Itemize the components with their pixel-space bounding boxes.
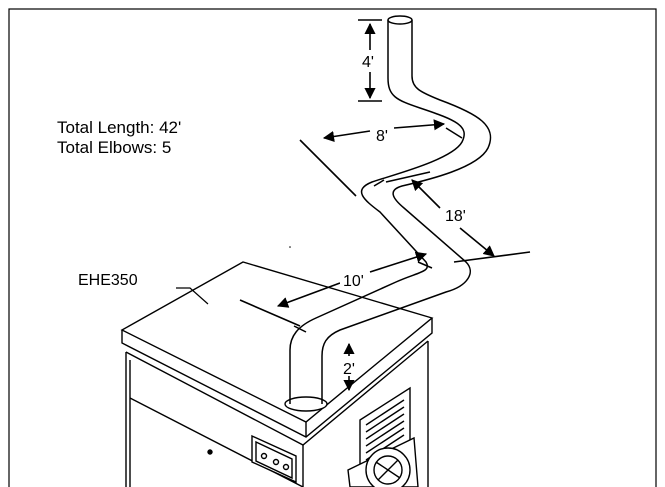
total-length-text: Total Length: 42'	[57, 118, 182, 137]
dim-label-2ft: 2'	[343, 361, 355, 378]
vent-pipe-edge-left	[289, 20, 465, 404]
dim-label-10ft: 10'	[343, 273, 364, 290]
control-panel-inner	[255, 440, 293, 480]
water-heater	[120, 261, 434, 487]
dim-label-18ft: 18'	[445, 208, 466, 225]
dimension-8ft	[299, 119, 446, 197]
dimension-18ft	[385, 171, 531, 263]
diagram-border	[8, 8, 657, 487]
control-panel	[251, 434, 297, 484]
flue-collar	[284, 396, 328, 412]
vent-pipe	[289, 15, 492, 404]
blower-housing	[347, 436, 419, 487]
control-knob-1	[260, 452, 268, 460]
model-leader-line	[176, 287, 209, 305]
dim-label-8ft: 8'	[376, 128, 388, 145]
dim-label-4ft: 4'	[362, 54, 374, 71]
control-knob-3	[282, 463, 290, 471]
dimension-10ft	[239, 251, 428, 327]
model-label: EHE350	[78, 272, 138, 289]
total-elbows-text: Total Elbows: 5	[57, 138, 172, 157]
heater-dot	[207, 449, 213, 455]
dimension-4ft	[358, 19, 382, 102]
vent-pipe-edge-right	[321, 20, 492, 404]
vent-summary: Total Length: 42' Total Elbows: 5	[57, 118, 181, 158]
control-knob-2	[272, 458, 280, 466]
stray-mark	[289, 246, 291, 248]
